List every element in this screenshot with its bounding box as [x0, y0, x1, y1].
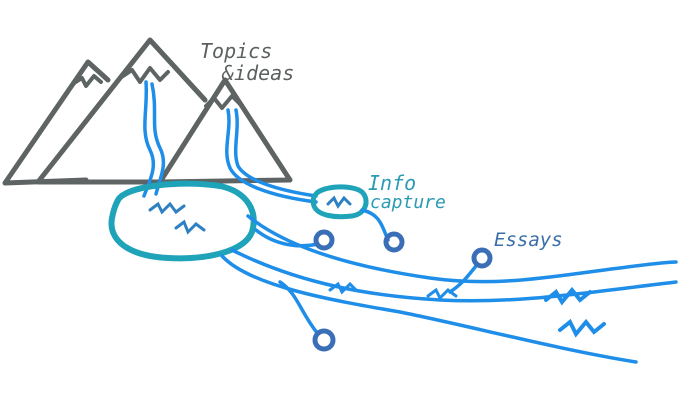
- river-wave-2: [426, 287, 458, 301]
- river-lake-to-node: [254, 228, 320, 248]
- lake-wave-1: [148, 201, 186, 215]
- node-essays: [471, 247, 493, 269]
- snowcap-left: [72, 74, 103, 88]
- river-wave-1: [328, 281, 358, 295]
- streams: [142, 80, 318, 204]
- rivers: [220, 208, 678, 364]
- label-info: Info: [368, 171, 416, 195]
- node-lower: [312, 328, 336, 352]
- lake: [108, 180, 257, 262]
- mountain-right: [157, 77, 293, 185]
- river-upper: [246, 214, 678, 284]
- node-lake: [313, 229, 335, 251]
- branch-lower-node: [278, 280, 320, 336]
- nodes: [312, 229, 493, 352]
- river-wave-4: [558, 318, 606, 338]
- mountain-center: [35, 37, 208, 185]
- river-lower: [220, 254, 638, 364]
- label-topics: Topics: [200, 39, 272, 63]
- river-capture-link: [360, 208, 390, 242]
- lake-wave-2: [174, 219, 206, 235]
- node-capture: [383, 231, 405, 253]
- label-ideas: &ideas: [221, 61, 294, 85]
- mountains: [2, 37, 293, 186]
- river-wave-3: [544, 286, 592, 306]
- branch-essays-node: [448, 264, 478, 294]
- lake-outline: [108, 180, 257, 262]
- stream-center-b: [150, 82, 166, 196]
- info-capture-pool: [310, 184, 369, 220]
- info-pool-outline: [310, 184, 369, 220]
- label-capture: capture: [370, 192, 446, 213]
- info-pool-wave: [326, 195, 352, 209]
- stream-right-a: [225, 108, 318, 204]
- snowcap-right: [204, 94, 242, 110]
- label-essays: Essays: [494, 229, 563, 251]
- snowcap-center: [118, 66, 170, 84]
- stream-center-a: [142, 80, 156, 198]
- river-middle: [230, 248, 678, 303]
- stream-right-b: [233, 108, 318, 198]
